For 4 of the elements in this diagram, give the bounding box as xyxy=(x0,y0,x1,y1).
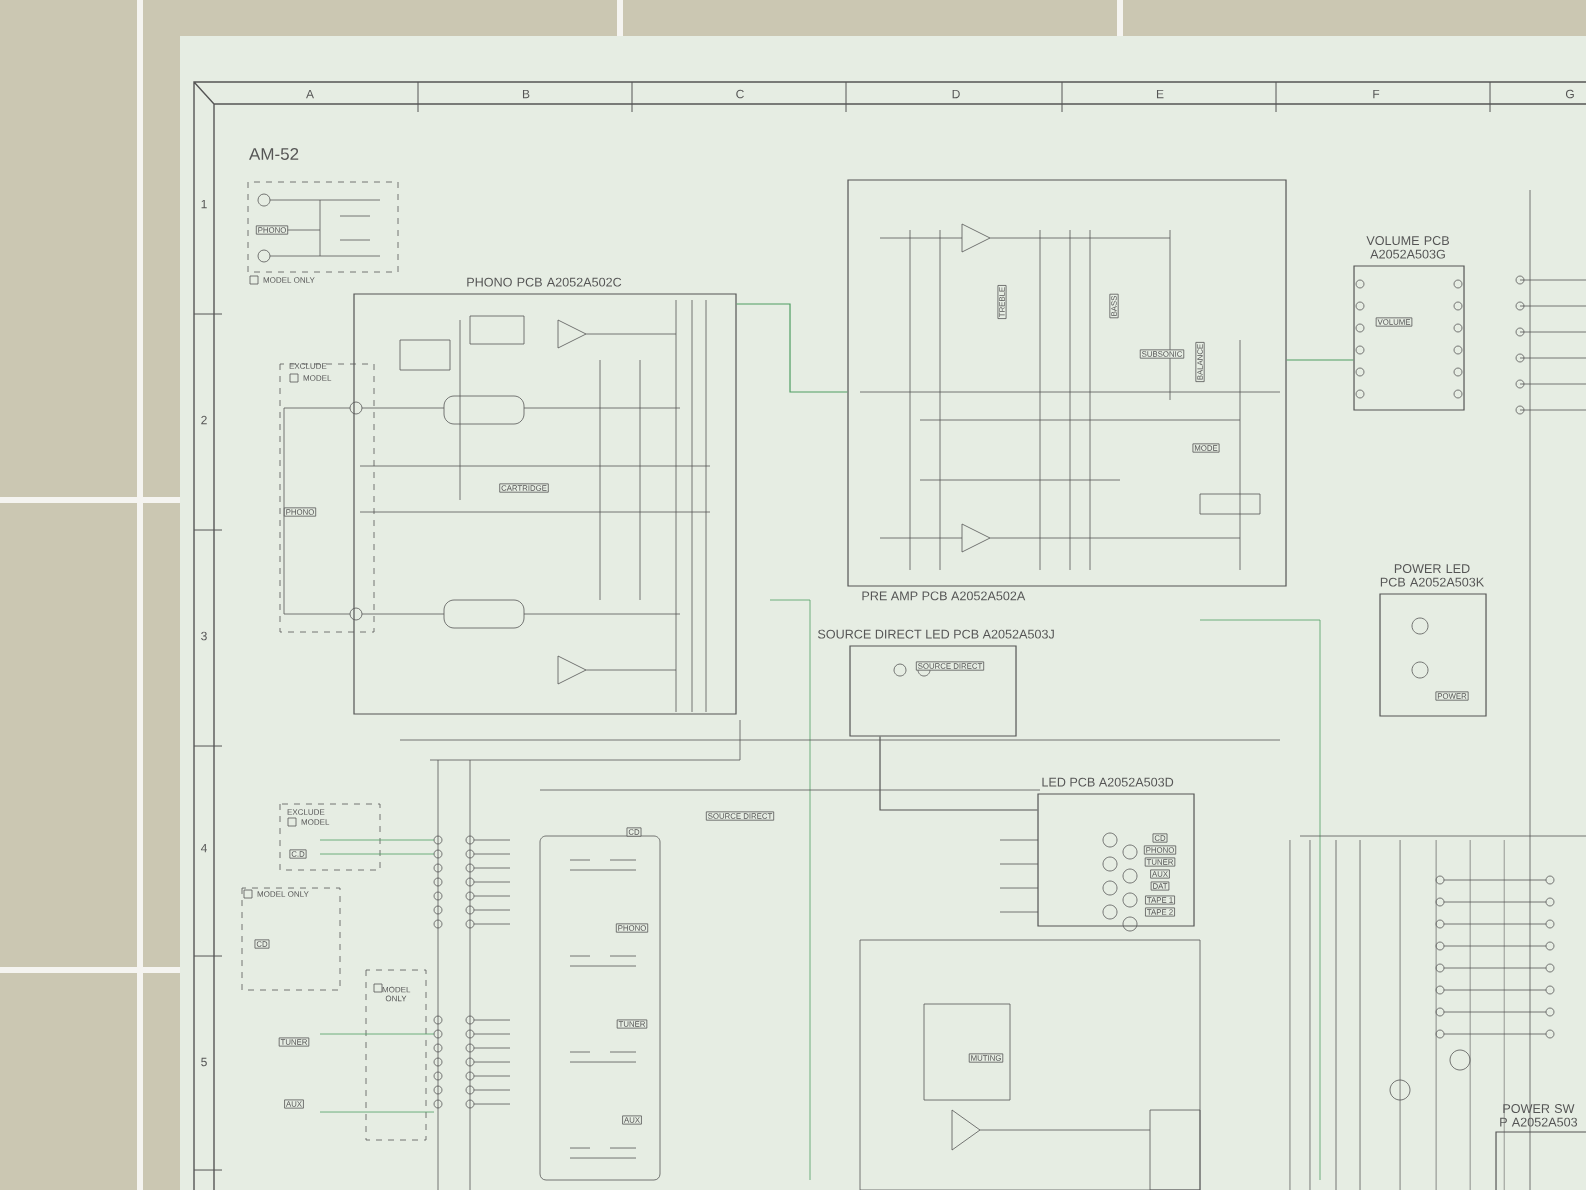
wire xyxy=(1286,359,1354,361)
wire xyxy=(879,736,1038,811)
wire xyxy=(736,303,848,393)
label-text: AM-52 xyxy=(249,148,299,160)
